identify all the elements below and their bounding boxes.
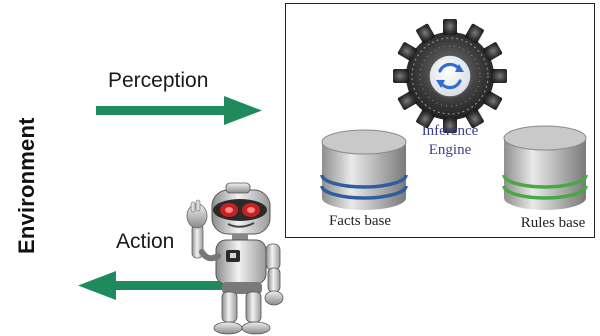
database-green-icon	[502, 125, 588, 210]
database-blue-icon	[320, 129, 408, 210]
inference-engine-label-line1: Inference	[421, 123, 479, 139]
perception-arrow	[96, 96, 262, 125]
environment-label: Environment	[14, 117, 39, 254]
inference-engine-label: Inference Engine	[402, 122, 498, 160]
robot-waving-icon	[186, 182, 284, 335]
inference-engine-label-line2: Engine	[428, 142, 472, 158]
rules-base-label: Rules base	[520, 215, 586, 231]
perception-label: Perception	[108, 69, 209, 92]
action-arrow	[78, 271, 224, 300]
knowledge-system-box: Inference Engine Facts base	[285, 3, 595, 238]
facts-base-label: Facts base	[328, 213, 392, 229]
gear-with-refresh-icon	[393, 19, 507, 133]
action-label: Action	[116, 230, 175, 253]
